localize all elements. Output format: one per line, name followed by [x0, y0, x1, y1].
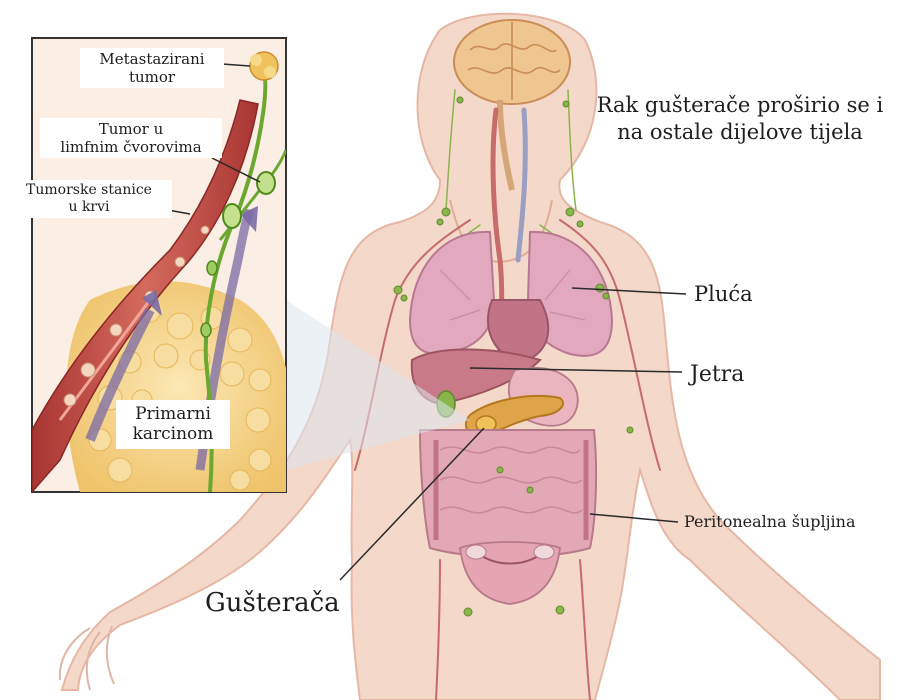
label-blood-line1: Tumorske stanice [8, 182, 170, 199]
label-peritoneal-cavity: Peritonealna šupljina [684, 512, 856, 531]
label-metastatic-line1: Metastazirani [82, 50, 222, 68]
label-blood-line2: u krvi [8, 199, 170, 216]
label-primary-carcinoma: Primarni karcinom [116, 400, 230, 449]
label-lungs: Pluća [694, 282, 753, 307]
diagram-title: Rak gušterače proširio se i na ostale di… [590, 92, 890, 147]
label-lymph-node-tumor: Tumor u limfnim čvorovima [40, 118, 222, 158]
label-liver: Jetra [690, 362, 744, 388]
label-pancreas: Gušterača [205, 588, 340, 619]
label-tumor-cells-blood: Tumorske stanice u krvi [6, 180, 172, 218]
label-metastatic-line2: tumor [82, 68, 222, 86]
label-lymph-line1: Tumor u [42, 120, 220, 138]
label-primary-line1: Primarni [118, 404, 228, 424]
intestines [420, 430, 596, 557]
label-primary-line2: karcinom [118, 424, 228, 444]
label-metastatic-tumor: Metastazirani tumor [80, 48, 224, 88]
label-lymph-line2: limfnim čvorovima [42, 138, 220, 156]
